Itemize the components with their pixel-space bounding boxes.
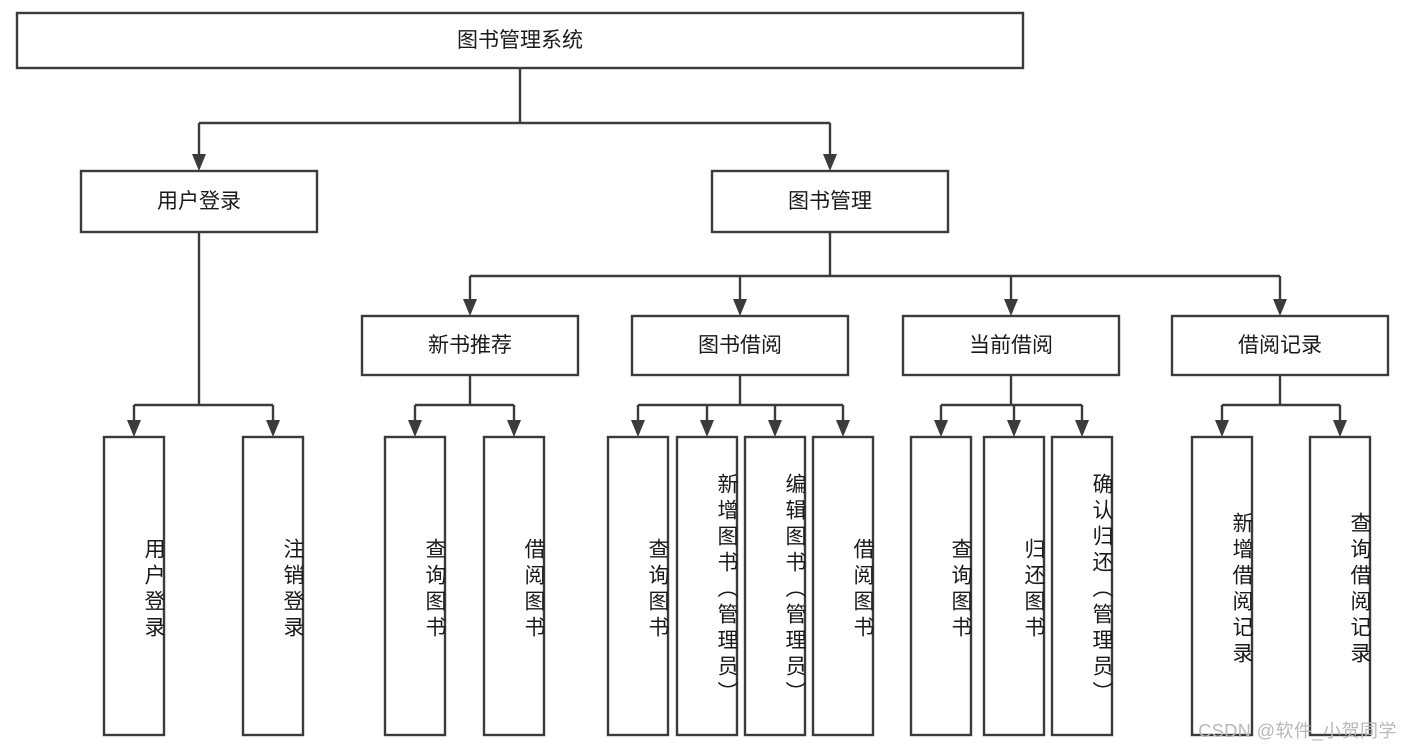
node-leaf-user-login[interactable] — [102, 435, 166, 737]
arrow-head-icon — [1075, 420, 1089, 437]
node-label-user-login: 用户登录 — [157, 190, 241, 213]
arrow-head-icon — [192, 154, 206, 171]
node-label-leaf-query-book-2: 查询图书 — [646, 538, 669, 642]
node-leaf-query-book-2[interactable] — [606, 435, 670, 737]
node-label-borrow-record: 借阅记录 — [1238, 334, 1322, 357]
arrow-head-icon — [1333, 420, 1347, 437]
node-label-leaf-add-record: 新增借阅记录 — [1230, 512, 1253, 668]
node-label-leaf-return-book: 归还图书 — [1022, 538, 1045, 642]
node-leaf-confirm-return[interactable] — [1050, 435, 1114, 737]
node-leaf-query-book-3[interactable] — [909, 435, 973, 737]
node-label-leaf-confirm-return: 确认归还（管理员） — [1090, 473, 1113, 707]
node-leaf-borrow-book-2[interactable] — [811, 435, 875, 737]
node-root-system[interactable] — [15, 11, 1025, 70]
node-leaf-add-book[interactable] — [675, 435, 739, 737]
node-leaf-user-logout[interactable] — [241, 435, 305, 737]
node-label-leaf-query-record: 查询借阅记录 — [1348, 512, 1371, 668]
node-label-leaf-add-book: 新增图书（管理员） — [715, 473, 738, 707]
arrow-head-icon — [507, 420, 521, 437]
node-label-book-borrow: 图书借阅 — [698, 334, 782, 357]
node-leaf-return-book[interactable] — [982, 435, 1046, 737]
node-user-login[interactable] — [79, 169, 319, 234]
node-book-borrow[interactable] — [630, 314, 850, 377]
boxes-layer — [15, 11, 1390, 737]
node-label-leaf-user-login: 用户登录 — [142, 538, 165, 642]
node-label-leaf-borrow-book-2: 借阅图书 — [851, 538, 874, 642]
arrow-head-icon — [1004, 299, 1018, 316]
arrow-head-icon — [1007, 420, 1021, 437]
node-new-book-recommend[interactable] — [360, 314, 580, 377]
arrow-head-icon — [463, 299, 477, 316]
node-leaf-add-record[interactable] — [1190, 435, 1254, 737]
node-label-new-book-recommend: 新书推荐 — [428, 334, 512, 357]
arrow-head-icon — [1273, 299, 1287, 316]
arrow-head-icon — [1215, 420, 1229, 437]
node-label-leaf-edit-book: 编辑图书（管理员） — [783, 473, 806, 707]
node-label-leaf-user-logout: 注销登录 — [281, 538, 304, 642]
node-leaf-query-record[interactable] — [1308, 435, 1372, 737]
arrow-head-icon — [934, 420, 948, 437]
node-current-borrow[interactable] — [901, 314, 1121, 377]
node-leaf-borrow-book-1[interactable] — [482, 435, 546, 737]
arrow-head-icon — [266, 420, 280, 437]
arrow-head-icon — [408, 420, 422, 437]
arrow-head-icon — [631, 420, 645, 437]
node-book-manage[interactable] — [710, 169, 950, 234]
node-borrow-record[interactable] — [1170, 314, 1390, 377]
node-label-book-manage: 图书管理 — [788, 190, 872, 213]
node-leaf-query-book-1[interactable] — [383, 435, 447, 737]
node-label-leaf-query-book-1: 查询图书 — [423, 538, 446, 642]
arrow-head-icon — [768, 420, 782, 437]
node-label-leaf-borrow-book-1: 借阅图书 — [522, 538, 545, 642]
connectors-layer — [127, 68, 1347, 437]
arrow-head-icon — [700, 420, 714, 437]
arrow-head-icon — [823, 154, 837, 171]
node-label-root: 图书管理系统 — [457, 29, 583, 52]
arrow-head-icon — [836, 420, 850, 437]
node-label-current-borrow: 当前借阅 — [969, 334, 1053, 357]
node-leaf-edit-book[interactable] — [743, 435, 807, 737]
arrow-head-icon — [127, 420, 141, 437]
node-label-leaf-query-book-3: 查询图书 — [949, 538, 972, 642]
arrow-head-icon — [733, 299, 747, 316]
